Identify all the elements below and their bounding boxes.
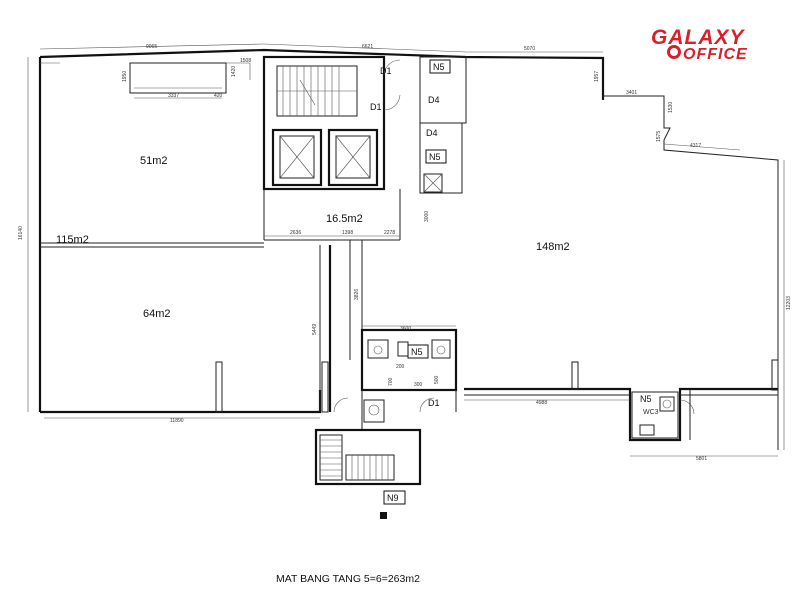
logo-line-1: GALAXY	[651, 26, 746, 49]
tag-n5-mid: N5	[429, 152, 441, 162]
shaft-box	[423, 173, 443, 193]
dim-right-side: 12203	[786, 296, 792, 310]
tag-n5-right: N5	[640, 394, 652, 404]
dim-wc-c: 500	[434, 375, 440, 384]
dim-bottom-left: 11890	[170, 418, 184, 424]
dim-top-right: 5070	[524, 46, 535, 52]
area-label-115: 115m2	[56, 234, 89, 246]
core-outline	[262, 55, 386, 191]
tag-n5-wc: N5	[411, 347, 423, 357]
bottom-left-wall	[40, 390, 322, 414]
dimension-labels: 9065 6621 5070 16140 3337 420 1950 1508 …	[18, 44, 792, 462]
dim-window-h1: 1950	[122, 71, 128, 82]
dim-window-width: 3337	[168, 93, 179, 99]
area-labels: 51m2 115m2 64m2 16.5m2 148m2	[56, 155, 570, 320]
stair-bottom	[314, 428, 422, 519]
dim-wc-top: 3600	[400, 326, 411, 332]
tag-d1-mid: D1	[370, 102, 382, 112]
dim-window-h2: 1508	[240, 58, 251, 64]
column-marker	[380, 512, 387, 519]
dim-right-small2: 1575	[656, 131, 662, 142]
dim-bottom-right: 5801	[696, 456, 707, 462]
tag-d1-low: D1	[428, 398, 440, 408]
column	[215, 361, 223, 413]
dim-right-step3: 4317	[690, 143, 701, 149]
core	[262, 55, 467, 360]
wc-block-right	[631, 389, 695, 440]
area-label-64: 64m2	[143, 308, 171, 320]
tag-n5-top: N5	[433, 62, 445, 72]
right-step-wall	[602, 95, 779, 450]
dim-wc-a: 200	[396, 364, 405, 370]
tag-d1-top: D1	[380, 66, 392, 76]
room-tags: D1 D1 D4 D4 N5 N5 N5 N5 WC3 D1 N9	[370, 59, 659, 505]
tag-d4-top: D4	[428, 95, 440, 105]
dim-right-step1: 3401	[626, 90, 637, 96]
dim-wc-b: 300	[414, 382, 423, 388]
area-label-51: 51m2	[140, 155, 168, 167]
sink	[367, 339, 389, 359]
tag-wc3: WC3	[643, 409, 659, 416]
dim-corridor-vertical: 3000	[424, 211, 430, 222]
tag-n9: N9	[387, 493, 399, 503]
dim-wc-d: 700	[388, 377, 394, 386]
dim-wall-vertical: 5449	[312, 324, 318, 335]
drawing-caption: MAT BANG TANG 5=6=263m2	[276, 573, 420, 585]
dim-window-gap: 420	[214, 93, 223, 99]
dim-window-side: 1420	[231, 66, 237, 77]
wc-block-center	[333, 328, 458, 430]
elevator-left	[271, 128, 323, 187]
dim-left-side: 16140	[18, 226, 24, 240]
dim-corridor-right: 2278	[384, 230, 395, 236]
dimension-lines	[27, 43, 785, 457]
dim-bottom-mid: 4988	[536, 400, 547, 406]
elevator-right	[327, 128, 379, 187]
bottom-right-wall	[464, 387, 778, 442]
dim-top-mid: 6621	[362, 44, 373, 50]
area-label-lobby: 16.5m2	[326, 213, 363, 225]
window-recess	[40, 62, 251, 94]
dim-right-step2: 1530	[668, 102, 674, 113]
outer-walls	[38, 48, 779, 450]
dim-right-small1: 1957	[594, 71, 600, 82]
dim-corridor-mid: 1398	[342, 230, 353, 236]
galaxy-office-logo: GALAXY OFFICE	[651, 26, 748, 63]
area-label-148: 148m2	[536, 241, 570, 253]
dim-top-left: 9065	[146, 44, 157, 50]
dim-shaft-vertical: 3826	[354, 289, 360, 300]
logo-line-2: OFFICE	[683, 46, 748, 63]
tag-d4-mid: D4	[426, 128, 438, 138]
dim-corridor-left: 2636	[290, 230, 301, 236]
stair-top	[276, 65, 358, 117]
